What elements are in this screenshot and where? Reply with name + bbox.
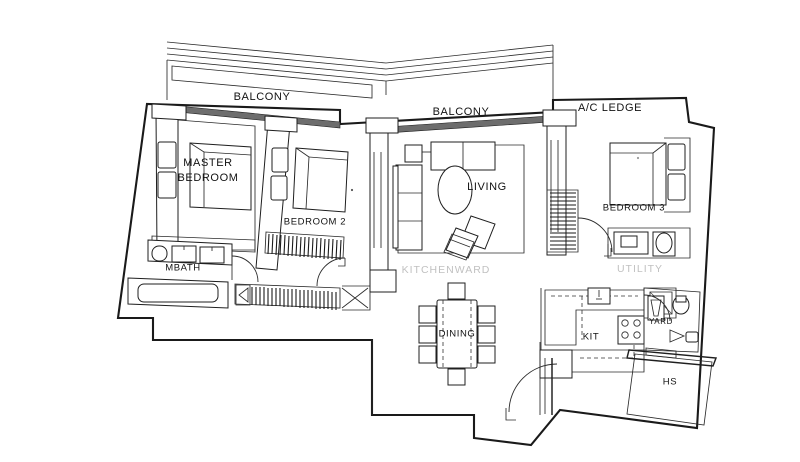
room-yard: YARD	[643, 287, 701, 353]
furniture-master-nightstands	[157, 141, 177, 199]
furniture-tv-console	[392, 164, 423, 251]
furniture-coffee-table	[437, 165, 473, 215]
room-bath-2	[607, 227, 691, 259]
label-master-bedroom-line2: BEDROOM	[177, 172, 238, 184]
furniture-bedroom3-nightstands	[667, 143, 686, 201]
label-yard: YARD	[649, 317, 673, 326]
label-hs: HS	[663, 377, 677, 388]
label-bedroom-2: BEDROOM 2	[284, 217, 346, 228]
room-dining: DINING	[418, 282, 496, 386]
furniture-armchair	[443, 215, 496, 261]
furniture-master-bed	[189, 142, 252, 211]
room-household-shelter: HS	[626, 347, 718, 426]
label-master-bedroom-line1: MASTER	[183, 157, 232, 169]
label-balcony-right: BALCONY	[433, 106, 490, 118]
label-kitchen: KIT	[583, 332, 600, 343]
label-balcony-left: BALCONY	[234, 91, 291, 103]
corridor-wardrobe	[234, 283, 371, 311]
label-dining: DINING	[439, 329, 476, 340]
furniture-dining-table	[418, 282, 496, 386]
furniture-bedroom3-bed	[609, 142, 667, 206]
room-bedroom-2: BEDROOM 2	[255, 115, 349, 287]
room-living: LIVING	[365, 109, 577, 276]
entrance-door	[505, 358, 558, 421]
furniture-side-table	[404, 144, 431, 163]
furniture-bedroom2-nightstands	[270, 147, 289, 201]
room-bedroom-3: BEDROOM 3	[546, 137, 691, 257]
furniture-bedroom2-bed	[292, 147, 349, 213]
furniture-bedroom3-wardrobe	[546, 189, 579, 253]
furniture-bedroom2-wardrobe	[264, 231, 345, 261]
balcony-outer-edges	[166, 41, 554, 110]
label-living: LIVING	[467, 181, 507, 193]
room-mbath: MBATH	[127, 239, 259, 309]
label-mbath: MBATH	[165, 263, 201, 274]
label-faded-center: KITCHENWARD	[402, 264, 491, 276]
balcony-left-glazing	[167, 104, 551, 134]
room-master-bedroom: MASTER BEDROOM	[151, 103, 256, 256]
label-bedroom-3: BEDROOM 3	[603, 203, 665, 214]
inner-wall-stubs	[369, 269, 542, 415]
furniture-hob	[617, 315, 645, 345]
label-faded-right: UTILITY	[617, 263, 663, 275]
label-ac-ledge: A/C LEDGE	[578, 102, 642, 114]
misc-marks	[350, 156, 661, 321]
furniture-two-seat-sofa	[430, 141, 496, 171]
